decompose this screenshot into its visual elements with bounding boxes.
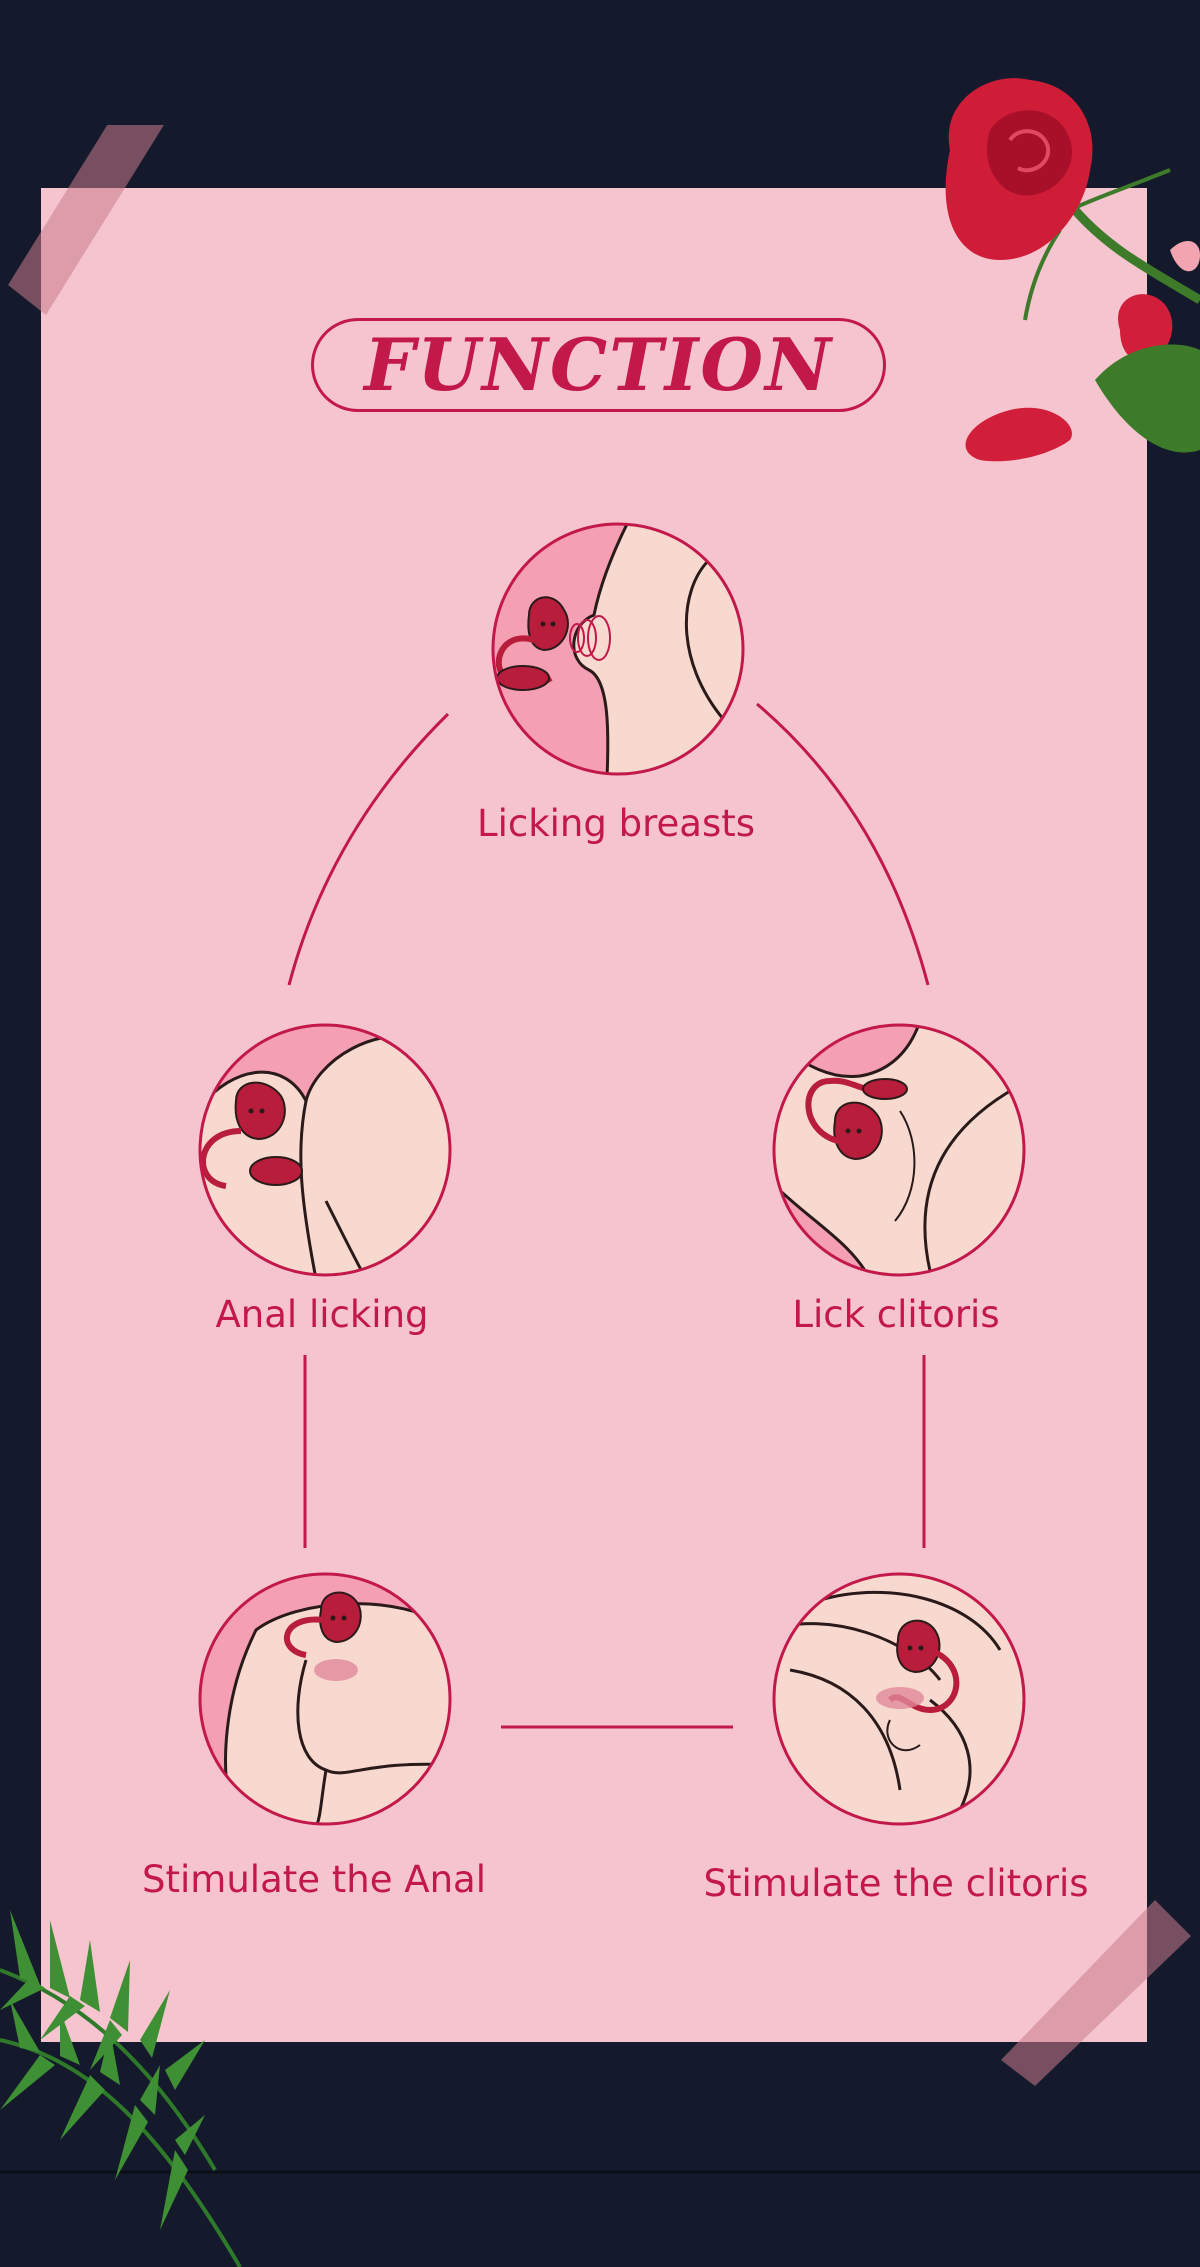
label-licking-breasts: Licking breasts [476,802,756,845]
label-stimulate-clitoris: Stimulate the clitoris [703,1862,1089,1905]
licking-breasts-illustration [491,522,745,776]
label-lick-clitoris: Lick clitoris [792,1293,1000,1336]
page-title: FUNCTION [364,322,833,407]
stimulate-anal-illustration [198,1572,452,1826]
tape-top-left [8,125,164,315]
label-anal-licking: Anal licking [215,1293,429,1336]
connector-top-right [756,702,930,986]
tape-bottom-right [1001,1900,1191,2086]
function-title-badge: FUNCTION [311,318,886,412]
connector-top-left [287,712,450,986]
label-stimulate-anal: Stimulate the Anal [142,1858,486,1901]
palm-leaf-icon [0,1910,242,2267]
rose-icon [945,78,1200,462]
lick-clitoris-illustration [772,1023,1026,1277]
stimulate-clitoris-illustration [772,1572,1026,1826]
anal-licking-illustration [198,1023,452,1277]
